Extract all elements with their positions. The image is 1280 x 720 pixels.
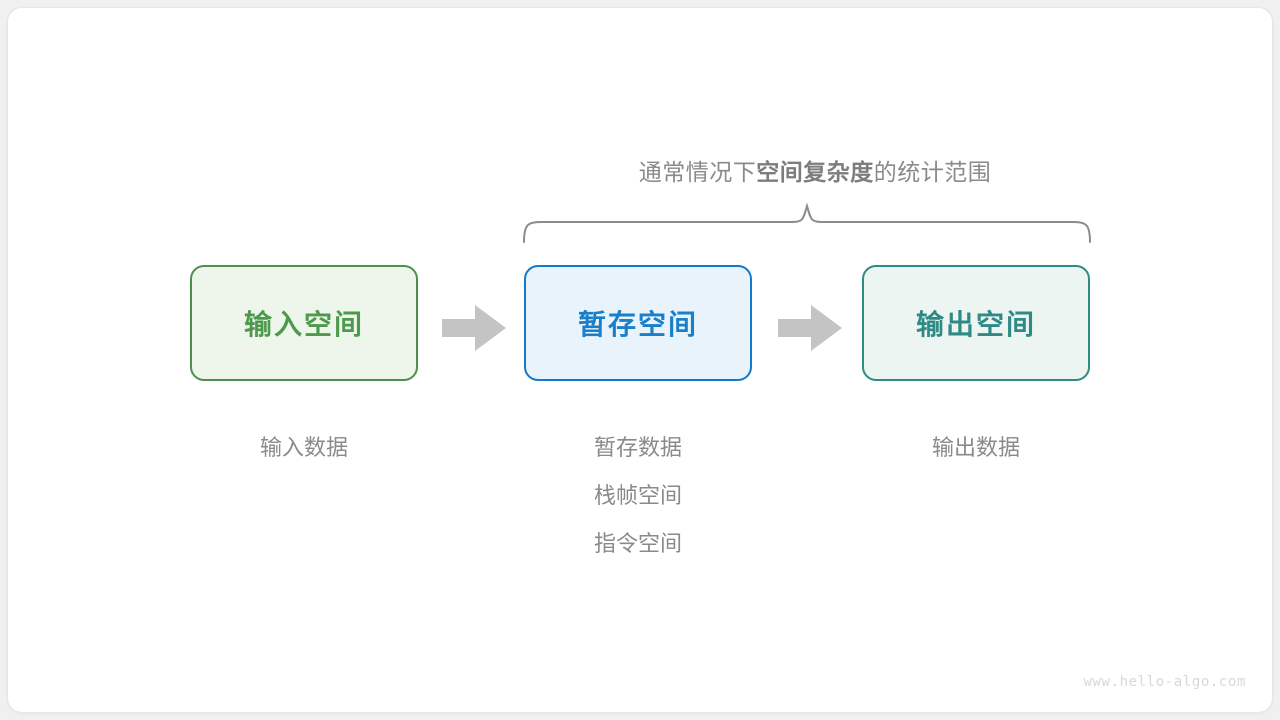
box-temp-space-label: 暂存空间 (577, 309, 698, 340)
arrow-temp-to-output-icon (778, 305, 842, 351)
box-output-space-label: 输出空间 (915, 309, 1036, 340)
box-input-space-label: 输入空间 (243, 309, 364, 340)
caption-input-line-1: 输入数据 (259, 435, 348, 460)
box-output-space: 输出空间 (862, 265, 1090, 381)
caption-temp-line-1: 暂存数据 (593, 435, 682, 460)
caption-temp-group: 暂存数据 栈帧空间 指令空间 (524, 424, 752, 568)
caption-temp-line-2: 栈帧空间 (593, 483, 682, 508)
scope-caption: 通常情况下空间复杂度的统计范围 (8, 153, 1272, 187)
box-temp-space: 暂存空间 (524, 265, 752, 381)
caption-input-group: 输入数据 (190, 424, 418, 472)
scope-caption-emphasis: 空间复杂度 (756, 159, 874, 185)
arrow-input-to-temp-icon (442, 305, 506, 351)
watermark: www.hello-algo.com (1083, 674, 1246, 690)
caption-temp-line-3: 指令空间 (593, 531, 682, 556)
caption-output-group: 输出数据 (862, 424, 1090, 472)
caption-output-line-1: 输出数据 (931, 435, 1020, 460)
scope-caption-suffix: 的统计范围 (873, 159, 992, 185)
diagram-canvas: 通常情况下空间复杂度的统计范围 输入空间 暂存空间 输出空间 输入数据 暂存数据… (8, 8, 1272, 712)
scope-caption-prefix: 通常情况下 (638, 159, 757, 185)
box-input-space: 输入空间 (190, 265, 418, 381)
